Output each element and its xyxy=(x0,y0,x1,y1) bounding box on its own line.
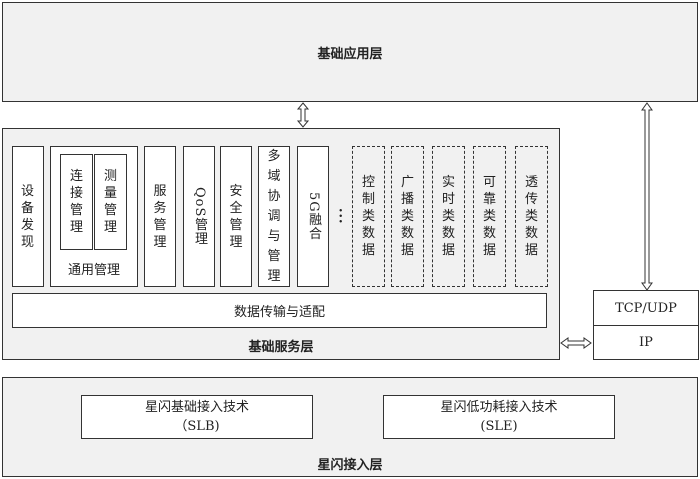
device-discovery-label: 设备发现 xyxy=(21,183,36,250)
qos-management-box: QoS管理 xyxy=(183,146,215,287)
broadcast-data-box: 广播类数据 xyxy=(391,146,424,287)
reliable-data-box: 可靠类数据 xyxy=(473,146,506,287)
data-transport-adaptation-box: 数据传输与适配 xyxy=(12,293,547,328)
security-management-box: 安全管理 xyxy=(220,146,252,287)
5g-fusion-label: 5G融合 xyxy=(306,192,321,241)
access-layer: 星闪基础接入技术 （SLB) 星闪低功耗接入技术 (SLE) 星闪接入层 xyxy=(2,377,698,477)
5g-fusion-box: 5G融合 xyxy=(297,146,329,287)
double-arrow-icon xyxy=(296,102,310,128)
ip-box: IP xyxy=(593,325,699,360)
general-management-box: 连接管理 测量管理 通用管理 xyxy=(50,146,138,287)
sle-abbr: (SLE) xyxy=(480,419,518,434)
ellipsis: ··· xyxy=(332,146,347,287)
security-management-label: 安全管理 xyxy=(229,183,243,250)
broadcast-data-label: 广播类数据 xyxy=(400,175,414,258)
slb-box: 星闪基础接入技术 （SLB) xyxy=(81,395,313,439)
application-layer: 基础应用层 xyxy=(2,2,698,102)
access-layer-title: 星闪接入层 xyxy=(317,458,383,473)
slb-name: 星闪基础接入技术 xyxy=(144,400,249,415)
passthrough-data-box: 透传类数据 xyxy=(515,146,548,287)
control-data-box: 控制类数据 xyxy=(352,146,385,287)
application-layer-title: 基础应用层 xyxy=(317,47,383,62)
realtime-data-box: 实时类数据 xyxy=(432,146,465,287)
realtime-data-label: 实时类数据 xyxy=(441,175,455,258)
measurement-management-label: 测量管理 xyxy=(103,169,117,235)
connection-management-box: 连接管理 xyxy=(60,154,93,250)
passthrough-data-label: 透传类数据 xyxy=(524,175,538,258)
device-discovery-box: 设备发现 xyxy=(12,146,44,287)
reliable-data-label: 可靠类数据 xyxy=(482,175,496,258)
multi-domain-coordination-label: 多域协调与管理 xyxy=(267,148,281,284)
connection-management-label: 连接管理 xyxy=(69,169,83,235)
slb-abbr: （SLB) xyxy=(174,419,220,434)
qos-management-label: QoS管理 xyxy=(192,187,207,246)
measurement-management-box: 测量管理 xyxy=(94,154,127,250)
ellipsis-label: ··· xyxy=(332,208,347,225)
sle-box: 星闪低功耗接入技术 (SLE) xyxy=(383,395,615,439)
service-layer-title: 基础服务层 xyxy=(248,340,314,355)
tcp-udp-box: TCP/UDP xyxy=(593,290,699,326)
sle-name: 星闪低功耗接入技术 xyxy=(440,400,558,415)
service-management-label: 服务管理 xyxy=(153,183,167,250)
general-management-label: 通用管理 xyxy=(67,262,120,278)
double-arrow-icon xyxy=(641,102,653,291)
multi-domain-coordination-box: 多域协调与管理 xyxy=(258,146,290,287)
service-management-box: 服务管理 xyxy=(144,146,176,287)
control-data-label: 控制类数据 xyxy=(361,175,375,258)
double-arrow-icon xyxy=(560,337,592,349)
